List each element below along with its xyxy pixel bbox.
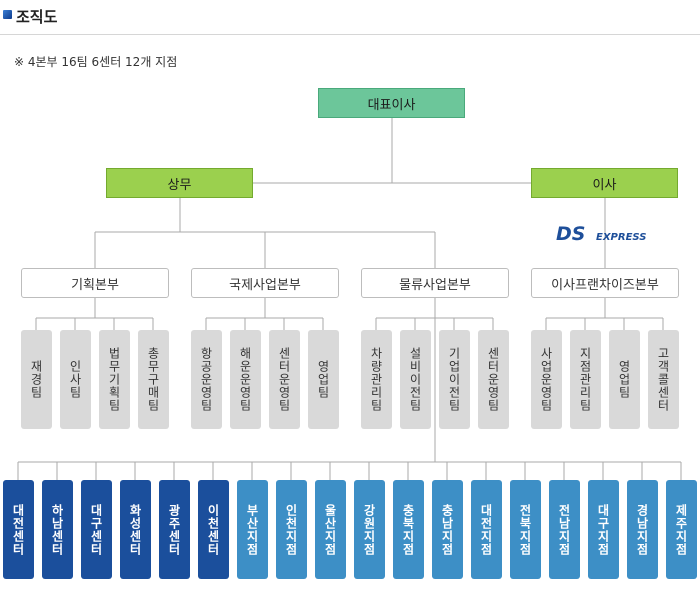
branch-office-box: 전남지점 (549, 480, 580, 579)
branch-office-box: 대구지점 (588, 480, 619, 579)
team-box: 법무기획팀 (99, 330, 130, 429)
team-box: 영업팀 (609, 330, 640, 429)
branch-office-box: 울산지점 (315, 480, 346, 579)
logo-mark: DS (556, 223, 585, 244)
center-box: 이천센터 (198, 480, 229, 579)
branch-office-box: 대전지점 (471, 480, 502, 579)
team-box: 총무구매팀 (138, 330, 169, 429)
branch-office-box: 인천지점 (276, 480, 307, 579)
logo-text: EXPRESS (596, 232, 646, 243)
division-box: 국제사업본부 (191, 268, 339, 298)
executive-box-director: 이사 (531, 168, 678, 198)
org-summary-note: ※ 4본부 16팀 6센터 12개 지점 (14, 55, 178, 69)
team-box: 기업이전팀 (439, 330, 470, 429)
division-box: 이사프랜차이즈본부 (531, 268, 679, 298)
title-bar: 조직도 (0, 0, 700, 35)
branch-office-box: 충남지점 (432, 480, 463, 579)
team-box: 인사팀 (60, 330, 91, 429)
center-box: 화성센터 (120, 480, 151, 579)
branch-office-box: 경남지점 (627, 480, 658, 579)
team-box: 항공운영팀 (191, 330, 222, 429)
team-box: 센터운영팀 (269, 330, 300, 429)
team-box: 지점관리팀 (570, 330, 601, 429)
center-box: 대구센터 (81, 480, 112, 579)
branch-office-box: 제주지점 (666, 480, 697, 579)
center-box: 대전센터 (3, 480, 34, 579)
center-box: 광주센터 (159, 480, 190, 579)
branch-office-box: 강원지점 (354, 480, 385, 579)
team-box: 사업운영팀 (531, 330, 562, 429)
team-box: 고객콜센터 (648, 330, 679, 429)
branch-office-box: 충북지점 (393, 480, 424, 579)
division-box: 기획본부 (21, 268, 169, 298)
team-box: 센터운영팀 (478, 330, 509, 429)
team-box: 해운운영팀 (230, 330, 261, 429)
page-title: 조직도 (16, 8, 58, 26)
team-box: 설비이전팀 (400, 330, 431, 429)
branch-office-box: 부산지점 (237, 480, 268, 579)
branch-office-box: 전북지점 (510, 480, 541, 579)
ceo-box: 대표이사 (318, 88, 465, 118)
team-box: 차량관리팀 (361, 330, 392, 429)
team-box: 영업팀 (308, 330, 339, 429)
ds-express-logo: DS EXPRESS (556, 223, 646, 244)
center-box: 하남센터 (42, 480, 73, 579)
team-box: 재경팀 (21, 330, 52, 429)
executive-box-managing-director: 상무 (106, 168, 253, 198)
square-bullet-icon (3, 10, 12, 19)
division-box: 물류사업본부 (361, 268, 509, 298)
